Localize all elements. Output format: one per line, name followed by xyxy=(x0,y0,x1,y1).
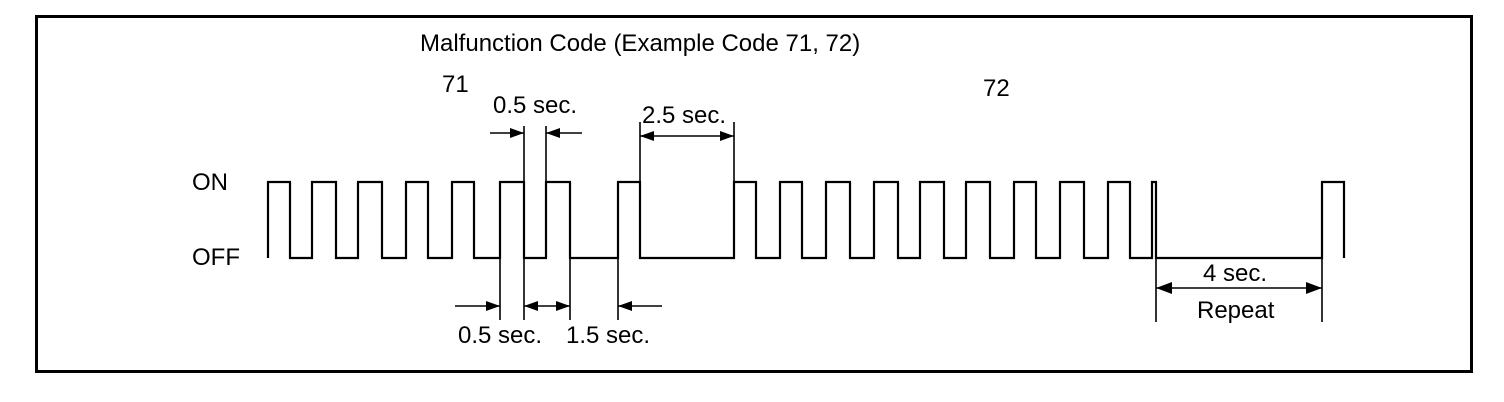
diagram-title: Malfunction Code (Example Code 71, 72) xyxy=(420,30,860,57)
code-label-71: 71 xyxy=(442,71,469,98)
level-label-on: ON xyxy=(192,169,228,196)
dimension-off-pulse: 0.5 sec. xyxy=(455,301,546,349)
dimension-code-gap: 2.5 sec. xyxy=(640,102,734,141)
dimension-on-pulse: 0.5 sec. xyxy=(490,92,582,138)
dimension-label-off-pulse: 0.5 sec. xyxy=(458,322,542,349)
dimension-label-repeat-interval: 4 sec. xyxy=(1203,260,1267,287)
diagram-frame xyxy=(35,15,1473,373)
dimension-label-digit-gap: 1.5 sec. xyxy=(566,322,650,349)
dimension-repeat-interval: 4 sec. Repeat xyxy=(1156,260,1322,324)
dimension-label-code-gap: 2.5 sec. xyxy=(642,102,726,129)
signal-waveform xyxy=(266,180,1346,260)
dimension-label-repeat: Repeat xyxy=(1197,297,1275,324)
code-label-72: 72 xyxy=(983,75,1010,102)
dimension-digit-gap: 1.5 sec. xyxy=(546,301,662,349)
level-label-off: OFF xyxy=(192,244,240,271)
dimension-label-on-pulse: 0.5 sec. xyxy=(493,92,577,119)
